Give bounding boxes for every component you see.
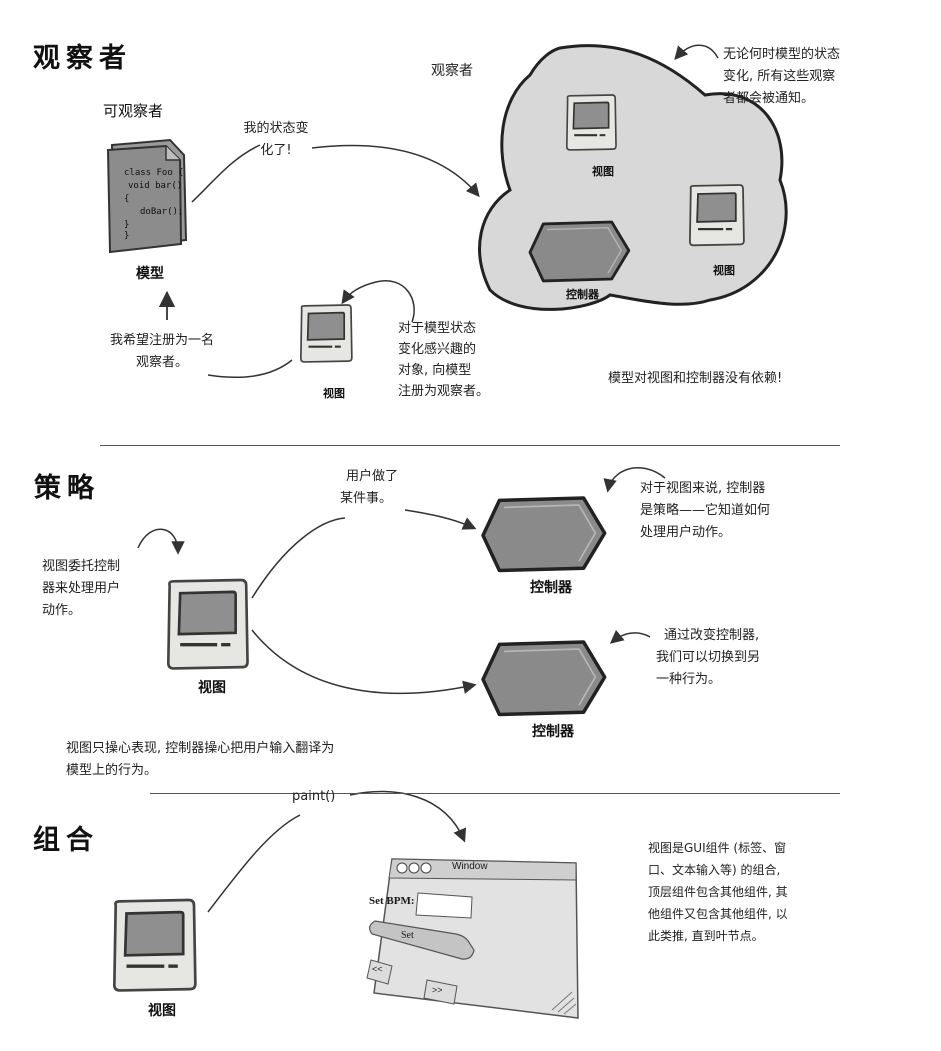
note-line: 一种行为。 (656, 669, 796, 691)
note-line: 动作。 (42, 600, 152, 622)
model-document-icon (108, 140, 186, 252)
strategy-controller-label-2: 控制器 (532, 721, 574, 741)
switch-note: 通过改变控制器, 我们可以切换到另 一种行为。 (656, 625, 796, 691)
cloud-view-label-2: 视图 (713, 262, 735, 278)
note-line: 此类推, 直到叶节点。 (648, 925, 858, 947)
notify-arrow (676, 45, 718, 58)
switch-note-arrow (612, 633, 650, 642)
note-line: 对于模型状态 (398, 318, 518, 339)
note-line: 对象, 向模型 (398, 360, 518, 381)
bpm-label: Set BPM: (369, 895, 415, 907)
composite-view-label: 视图 (148, 1000, 176, 1020)
observer-section-title: 观察者 (33, 36, 132, 75)
note-line: 我的状态变 (236, 118, 316, 140)
delegate-note: 视图委托控制 器来处理用户 动作。 (42, 556, 152, 622)
cloud-controller (530, 222, 629, 281)
observers-label: 观察者 (431, 60, 473, 82)
note-line: 观察者。 (82, 352, 242, 374)
strategy-section-title: 策略 (34, 466, 100, 505)
note-line: 处理用户动作。 (640, 522, 840, 544)
next-button[interactable]: >> (432, 985, 443, 995)
note-line: 视图是GUI组件 (标签、窗 (648, 837, 858, 859)
note-line: 他组件又包含其他组件, 以 (648, 903, 858, 925)
note-line: 通过改变控制器, (656, 625, 796, 647)
composite-view (114, 900, 195, 990)
register-note: 对于模型状态 变化感兴趣的 对象, 向模型 注册为观察者。 (398, 318, 518, 402)
state-changed-note: 我的状态变 化了! (236, 118, 316, 162)
note-line: 变化感兴趣的 (398, 339, 518, 360)
strategy-controller-1 (483, 498, 605, 571)
note-line: 化了! (236, 140, 316, 162)
paint-label: paint() (292, 786, 335, 808)
gui-window-graphic (367, 859, 578, 1018)
register-view-label: 视图 (323, 385, 345, 401)
code-line: } (124, 220, 129, 230)
note-line: 视图只操心表现, 控制器操心把用户输入翻译为 (66, 738, 466, 760)
note-line: 者都会被通知。 (723, 88, 903, 110)
delegate-arrow (138, 529, 178, 552)
divider-2 (150, 793, 840, 794)
model-label: 模型 (136, 263, 164, 283)
observable-label: 可观察者 (103, 100, 163, 121)
code-line: class Foo { (124, 168, 184, 178)
note-line: 变化, 所有这些观察 (723, 66, 903, 88)
divider-1 (100, 445, 840, 446)
register-note-arrow (343, 281, 414, 322)
strategy-view-label: 视图 (198, 677, 226, 697)
strategy-user-line (252, 518, 345, 598)
window-title: Window (452, 861, 488, 872)
paint-line (208, 815, 300, 912)
user-action-note: 用户做了 某件事。 (340, 466, 420, 510)
strategy-switch-arrow (252, 630, 474, 693)
strategy-controller-2 (483, 642, 605, 715)
state-change-arrow (312, 145, 478, 195)
note-line: 模型上的行为。 (66, 760, 466, 782)
prev-button[interactable]: << (372, 964, 383, 974)
strategy-summary: 视图只操心表现, 控制器操心把用户输入翻译为 模型上的行为。 (66, 738, 466, 782)
register-wish-note: 我希望注册为一名 观察者。 (82, 330, 242, 374)
cloud-view-1 (567, 95, 616, 150)
note-line: 我们可以切换到另 (656, 647, 796, 669)
note-line: 口、文本输入等) 的组合, (648, 859, 858, 881)
note-line: 我希望注册为一名 (82, 330, 242, 352)
note-line: 顶层组件包含其他组件, 其 (648, 881, 858, 903)
note-line: 视图委托控制 (42, 556, 152, 578)
cloud-view-label-1: 视图 (592, 163, 614, 179)
note-line: 注册为观察者。 (398, 381, 518, 402)
composite-section-title: 组合 (33, 818, 99, 857)
set-button[interactable]: Set (401, 930, 414, 941)
strategy-controller-label-1: 控制器 (530, 577, 572, 597)
register-view (301, 305, 352, 362)
composite-note: 视图是GUI组件 (标签、窗 口、文本输入等) 的组合, 顶层组件包含其他组件,… (648, 837, 858, 947)
note-line: 对于视图来说, 控制器 (640, 478, 840, 500)
note-line: 器来处理用户 (42, 578, 152, 600)
code-line: void bar() (128, 181, 182, 191)
cloud-controller-label: 控制器 (566, 286, 599, 302)
code-line: } (124, 231, 129, 241)
note-line: 某件事。 (340, 488, 420, 510)
code-line: doBar(); (140, 207, 183, 217)
notify-note: 无论何时模型的状态 变化, 所有这些观察 者都会被通知。 (723, 44, 903, 110)
strategy-view (168, 580, 247, 668)
note-line: 是策略——它知道如何 (640, 500, 840, 522)
strategy-note: 对于视图来说, 控制器 是策略——它知道如何 处理用户动作。 (640, 478, 840, 544)
paint-arrow (350, 791, 464, 840)
code-line: { (124, 194, 129, 204)
strategy-user-arrow (405, 510, 474, 528)
note-line: 用户做了 (340, 466, 420, 488)
no-dependency-note: 模型对视图和控制器没有依赖! (608, 368, 782, 390)
cloud-view-2 (690, 185, 744, 245)
note-line: 无论何时模型的状态 (723, 44, 903, 66)
